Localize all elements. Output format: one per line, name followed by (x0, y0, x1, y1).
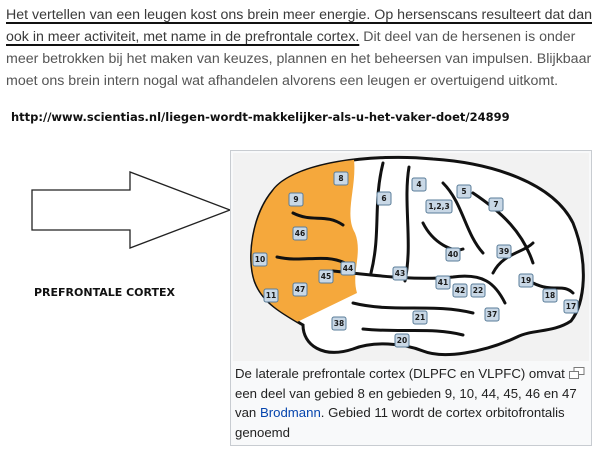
brodmann-area-label: 10 (252, 252, 268, 267)
svg-text:17: 17 (566, 302, 576, 311)
underlined-sentence-2: ook in meer activiteit, met name in de p… (6, 29, 360, 45)
brodmann-area-label: 8 (333, 171, 349, 186)
brodmann-area-label: 5 (456, 184, 472, 199)
brodmann-area-label: 47 (292, 282, 308, 297)
svg-text:44: 44 (343, 264, 353, 273)
svg-text:18: 18 (545, 291, 555, 300)
brodmann-area-label: 4 (411, 177, 427, 192)
svg-text:22: 22 (473, 286, 483, 295)
brodmann-area-label: 21 (412, 310, 428, 325)
brodmann-area-label: 45 (318, 269, 334, 284)
svg-text:20: 20 (397, 336, 407, 345)
svg-text:6: 6 (381, 194, 386, 203)
brodmann-area-label: 17 (563, 299, 579, 314)
svg-text:11: 11 (266, 291, 276, 300)
brodmann-area-label: 44 (340, 261, 356, 276)
figure-caption: De laterale prefrontale cortex (DLPFC en… (235, 364, 587, 442)
svg-text:39: 39 (499, 247, 509, 256)
brodmann-area-label: 43 (392, 266, 408, 281)
brodmann-area-label: 7 (488, 197, 504, 212)
svg-text:40: 40 (448, 250, 458, 259)
svg-text:42: 42 (455, 286, 465, 295)
svg-text:9: 9 (293, 195, 298, 204)
brain-diagram: 8 9 6 4 5 7 1,2,3 46 10 44 45 47 11 43 4… (233, 153, 589, 361)
caption-text-start: De laterale prefrontale cortex (DLPFC en… (235, 366, 577, 420)
brodmann-area-label: 38 (331, 316, 347, 331)
svg-text:10: 10 (255, 255, 265, 264)
svg-text:38: 38 (334, 319, 344, 328)
enlarge-icon[interactable] (569, 367, 585, 379)
source-url: http://www.scientias.nl/liegen-wordt-mak… (11, 110, 510, 124)
svg-text:37: 37 (487, 310, 497, 319)
article-paragraph: Het vertellen van een leugen kost ons br… (6, 4, 596, 92)
brodmann-area-label: 42 (452, 283, 468, 298)
svg-text:8: 8 (338, 174, 343, 183)
brodmann-area-label: 1,2,3 (425, 199, 453, 214)
arrow-right-icon (31, 171, 232, 249)
caption-text-end: . Gebied 11 wordt de cortex orbitofronta… (235, 405, 565, 440)
brodmann-area-label: 18 (542, 288, 558, 303)
brodmann-area-label: 9 (288, 192, 304, 207)
svg-text:43: 43 (395, 269, 405, 278)
svg-text:46: 46 (295, 229, 305, 238)
svg-text:47: 47 (295, 285, 305, 294)
article-rest-text: Dit deel van de hersenen is onder meer b… (6, 29, 592, 89)
svg-text:5: 5 (461, 187, 466, 196)
prefrontal-cortex-label: PREFRONTALE CORTEX (34, 286, 176, 299)
brodmann-area-label: 39 (496, 244, 512, 259)
brodmann-area-label: 6 (376, 191, 392, 206)
brodmann-area-label: 40 (445, 247, 461, 262)
brain-figure: 8 9 6 4 5 7 1,2,3 46 10 44 45 47 11 43 4… (230, 150, 592, 446)
brodmann-link[interactable]: Brodmann (259, 405, 321, 420)
brodmann-area-label: 37 (484, 307, 500, 322)
svg-text:7: 7 (493, 200, 498, 209)
svg-text:41: 41 (438, 278, 448, 287)
brodmann-area-label: 20 (394, 333, 410, 348)
brodmann-area-label: 11 (263, 288, 279, 303)
brodmann-area-label: 19 (518, 273, 534, 288)
underlined-sentence-1: Het vertellen van een leugen kost ons br… (6, 7, 592, 23)
svg-text:21: 21 (415, 313, 425, 322)
svg-text:1,2,3: 1,2,3 (428, 202, 449, 211)
brodmann-area-label: 46 (292, 226, 308, 241)
svg-text:45: 45 (321, 272, 331, 281)
brodmann-area-label: 22 (470, 283, 486, 298)
brodmann-area-label: 41 (435, 275, 451, 290)
svg-text:4: 4 (416, 180, 421, 189)
svg-text:19: 19 (521, 276, 531, 285)
